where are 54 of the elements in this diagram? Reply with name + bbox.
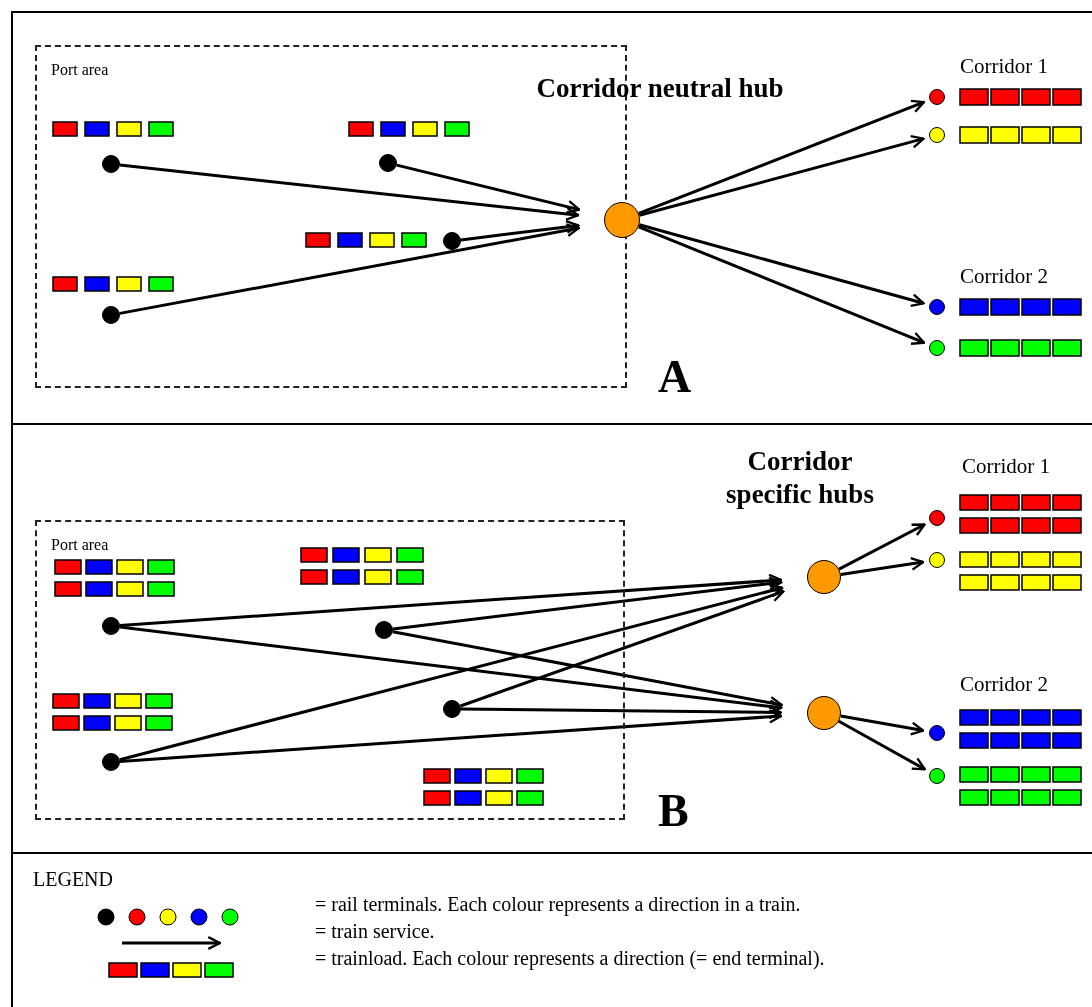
arrow <box>392 630 783 710</box>
hub-label: Corridor specific hubs <box>725 445 875 511</box>
terminal-dot <box>929 299 945 315</box>
terminal-dot <box>102 753 120 771</box>
terminal-dot <box>929 127 945 143</box>
arrow <box>840 714 925 736</box>
arrow <box>459 588 785 708</box>
terminal-dot <box>443 700 461 718</box>
panel-letter: B <box>658 784 689 837</box>
legend-text: = trainload. Each colour represents a direction (= end terminal). <box>315 947 825 970</box>
arrow <box>119 583 784 762</box>
arrow <box>840 556 925 576</box>
arrow <box>119 223 580 315</box>
hub-circle <box>604 202 640 238</box>
terminal-dot <box>807 696 841 730</box>
area-label: Port area <box>51 61 109 79</box>
terminal-dot <box>379 154 397 172</box>
arrow <box>119 163 580 221</box>
arrow <box>119 573 783 627</box>
hub-circle <box>807 560 841 594</box>
arrow <box>461 705 783 720</box>
arrow <box>639 134 925 217</box>
legend-text: = rail terminals. Each colour represents a direction in a train. <box>315 893 801 916</box>
legend-text: = train service. <box>315 920 435 943</box>
terminal-dot <box>102 155 120 173</box>
terminal-dot <box>929 768 945 784</box>
panel-letter: A <box>658 350 692 403</box>
port-area-boundary <box>35 520 625 820</box>
terminal-dot <box>443 232 461 250</box>
terminal-dot <box>102 306 120 324</box>
arrow <box>638 225 926 345</box>
arrow <box>119 709 783 763</box>
terminal-dot <box>929 552 945 568</box>
terminal-dot <box>929 510 945 526</box>
hub-label: Corridor neutral hub <box>535 72 785 105</box>
corridor-label: Corridor 1 <box>960 54 1049 79</box>
arrow <box>638 223 925 307</box>
arrow <box>119 625 783 714</box>
terminal-dot <box>929 89 945 105</box>
terminal-dot <box>929 340 945 356</box>
corridor-label: Corridor 2 <box>960 672 1049 697</box>
legend-heading: LEGEND <box>33 868 113 891</box>
terminal-dot <box>102 617 120 635</box>
corridor-label: Corridor 1 <box>962 454 1051 479</box>
arrow <box>638 99 926 215</box>
corridor-label: Corridor 2 <box>960 264 1049 289</box>
terminal-dot <box>375 621 393 639</box>
arrow <box>838 523 926 571</box>
area-label: Port area <box>51 536 109 554</box>
arrow <box>460 219 580 242</box>
terminal-dot <box>929 725 945 741</box>
arrow <box>392 576 783 631</box>
arrow <box>396 163 581 214</box>
arrow <box>838 719 926 771</box>
